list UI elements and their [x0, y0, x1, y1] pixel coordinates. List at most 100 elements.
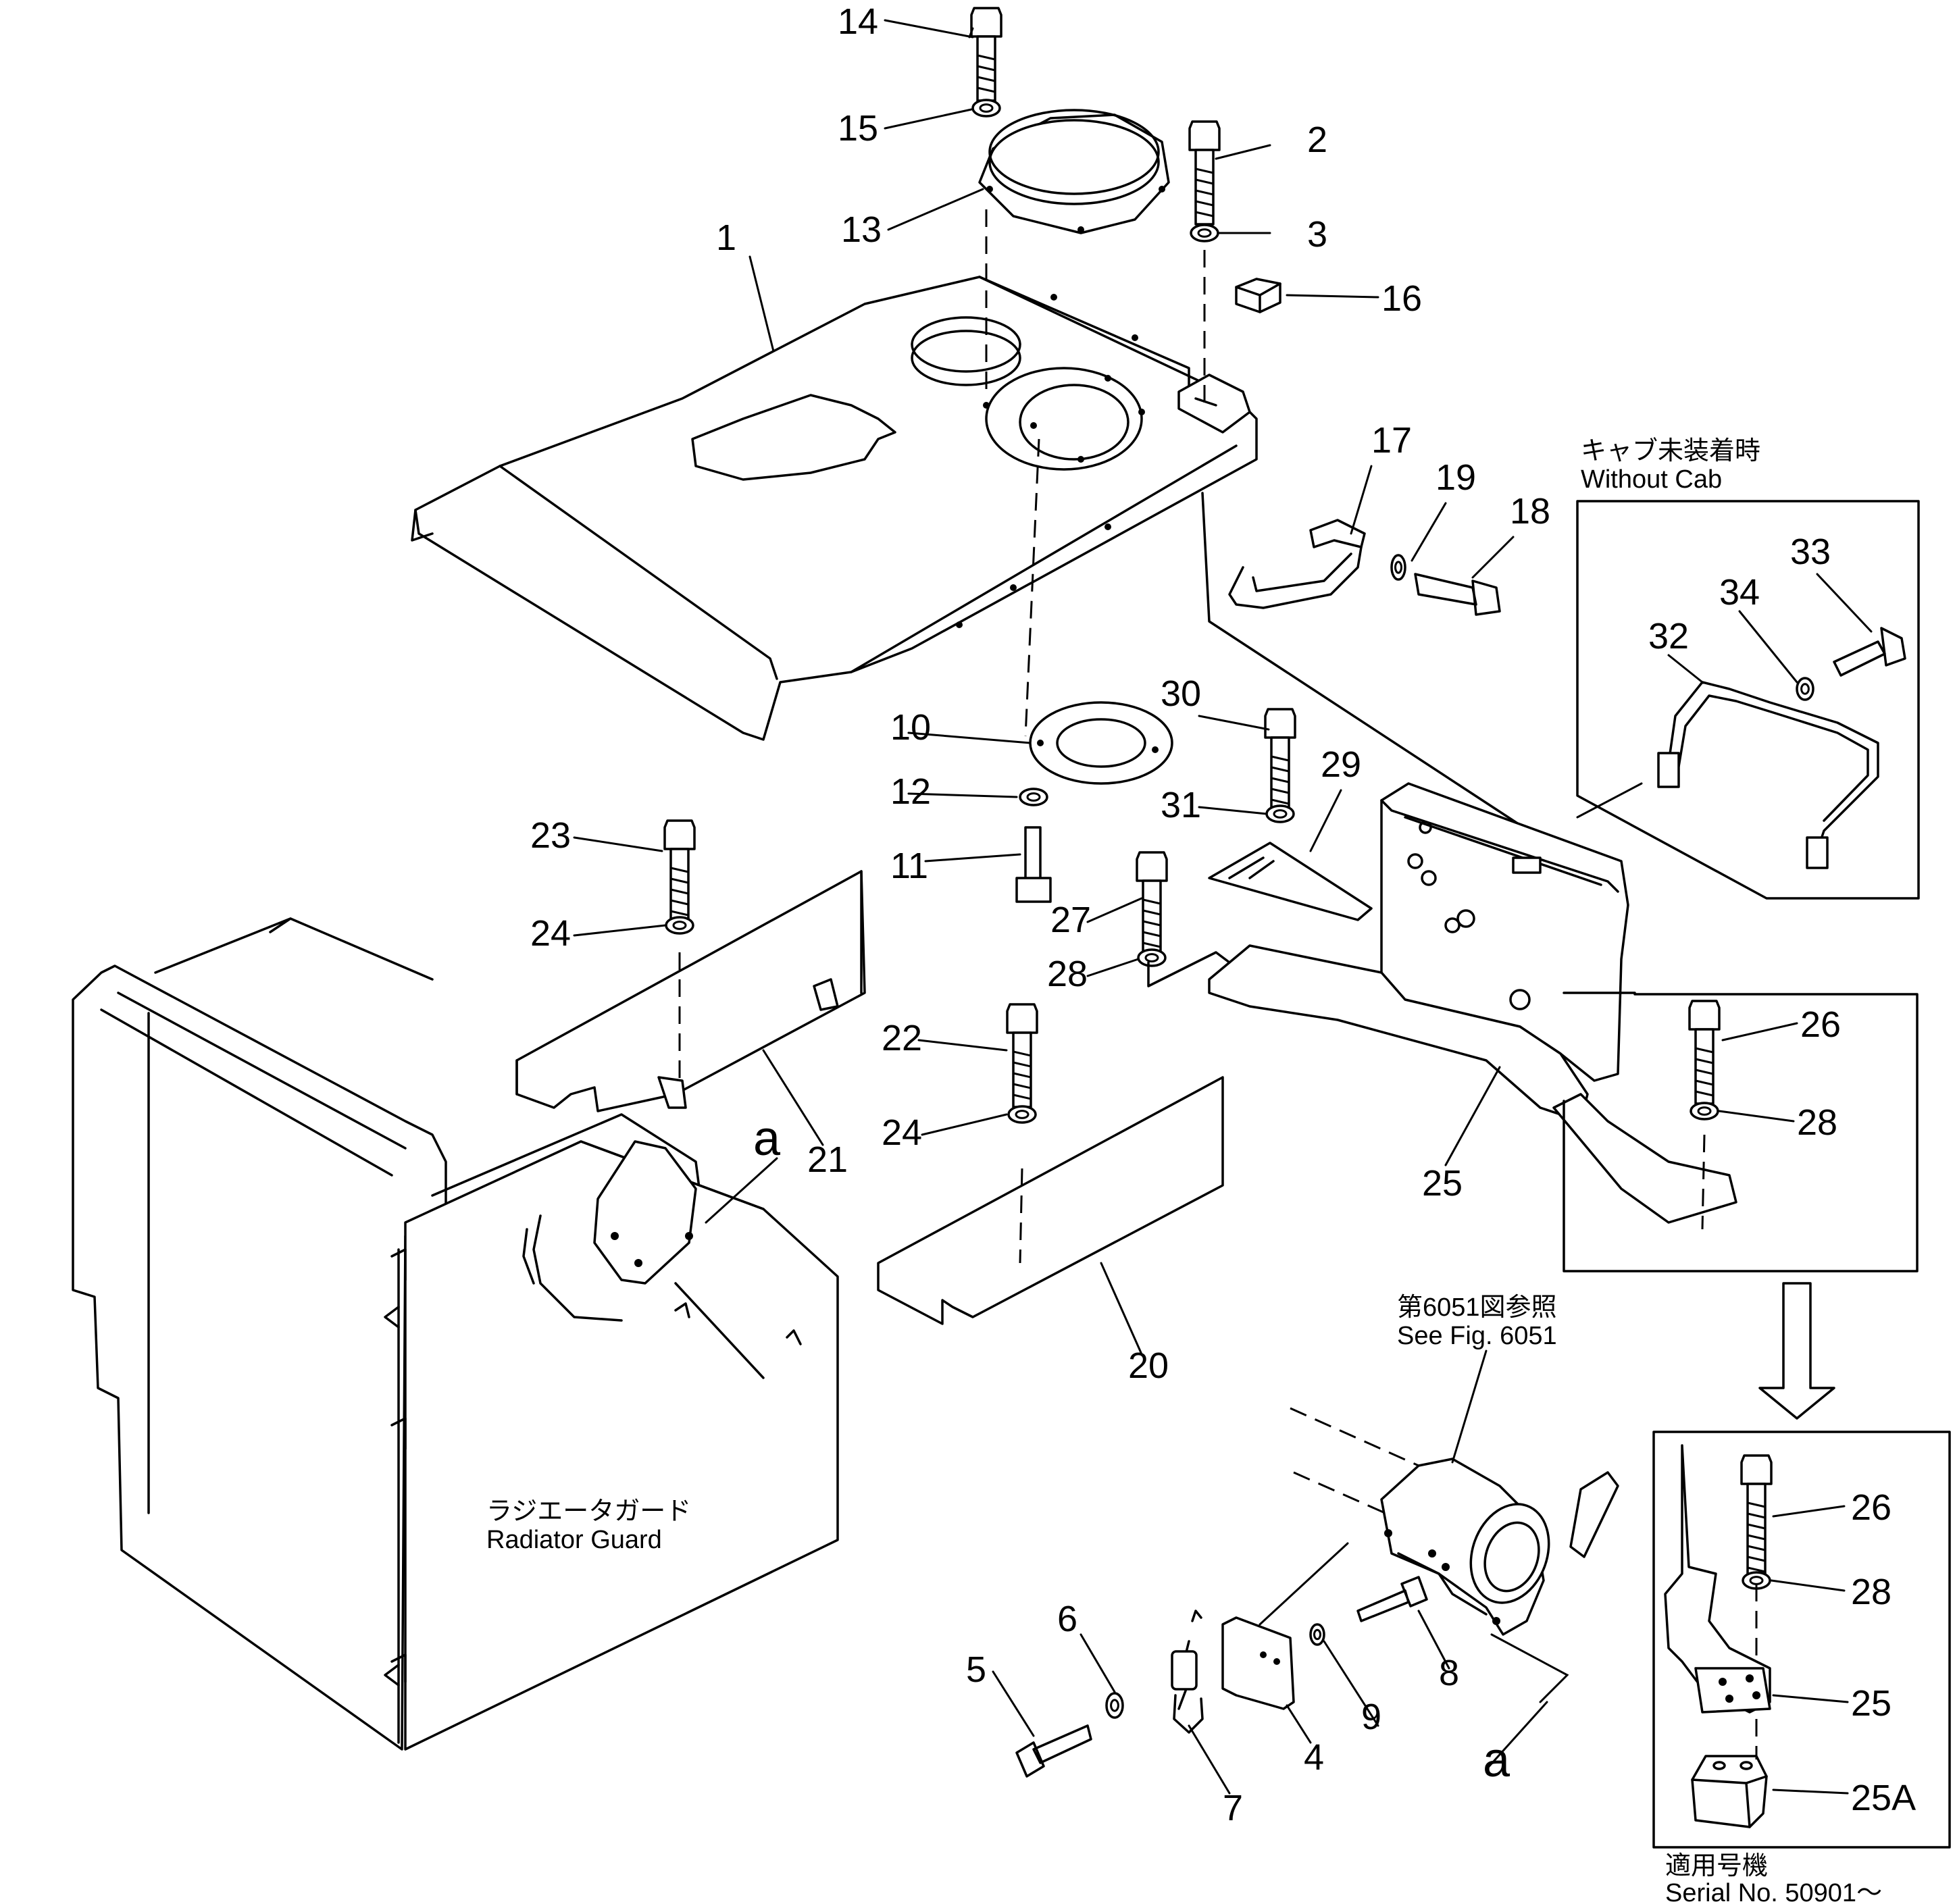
leader-line — [1286, 294, 1379, 299]
bolt-18 — [1414, 573, 1501, 616]
callout-4: 4 — [1304, 1737, 1324, 1778]
washer-19 — [1390, 554, 1406, 581]
leader-line — [884, 108, 973, 130]
leader-line — [1721, 1022, 1798, 1041]
callout-34: 34 — [1719, 572, 1760, 613]
leader-line — [1086, 958, 1140, 977]
bolt-22 — [1006, 1003, 1038, 1108]
leader-line — [1772, 1789, 1849, 1795]
hood-latch — [1177, 374, 1251, 434]
plate-29 — [1208, 842, 1373, 921]
washer-28c — [1742, 1571, 1771, 1590]
bolt-27 — [1136, 851, 1168, 963]
callout-20: 20 — [1128, 1345, 1169, 1386]
callout-31: 31 — [1161, 785, 1201, 825]
radiator-guard-en: Radiator Guard — [486, 1526, 662, 1554]
leader-line — [1444, 1066, 1501, 1166]
callout-26b: 26 — [1851, 1487, 1891, 1528]
leader-line — [1718, 1110, 1795, 1123]
leader-line — [1411, 502, 1447, 562]
leader-line — [1188, 1724, 1231, 1795]
callout-30: 30 — [1161, 673, 1201, 714]
callout-1: 1 — [716, 217, 736, 258]
callout-24a: 24 — [530, 913, 571, 954]
leader-line — [1350, 465, 1373, 535]
washers-group — [665, 99, 1814, 1719]
callout-8: 8 — [1439, 1653, 1459, 1693]
serial-jp: 適用号機 — [1665, 1852, 1768, 1880]
without-cab-en: Without Cab — [1581, 465, 1722, 494]
leader-line — [1198, 715, 1270, 731]
leader-line — [1198, 806, 1268, 815]
callout-25: 25 — [1422, 1163, 1463, 1204]
down-arrow — [1758, 1282, 1835, 1420]
bolt-23 — [663, 819, 696, 925]
leader-line — [1286, 1704, 1312, 1744]
radiator-guard — [72, 917, 839, 1751]
without-cab-frame — [1576, 500, 1920, 900]
leader-line — [573, 836, 663, 852]
callout-27: 27 — [1050, 900, 1091, 940]
callout-13: 13 — [841, 209, 882, 250]
callout-15: 15 — [838, 108, 878, 149]
captions: キャブ未装着時 Without Cab 第6051図参照 See Fig. 60… — [486, 437, 1882, 1904]
pipe-assembly — [1171, 1407, 1619, 1734]
bolt-33 — [1833, 627, 1906, 677]
radiator-guard-jp: ラジエータガード — [486, 1497, 691, 1526]
bolt-2 — [1188, 120, 1221, 226]
serial-en: Serial No. 50901～ — [1665, 1879, 1882, 1904]
washer-28b — [1690, 1102, 1719, 1121]
callout-21: 21 — [807, 1139, 848, 1180]
washer-9 — [1309, 1623, 1325, 1646]
handrail-17 — [1201, 492, 1602, 879]
bolt-5 — [1015, 1724, 1092, 1778]
callout-29: 29 — [1321, 744, 1361, 785]
callout-25b: 25 — [1851, 1683, 1891, 1724]
washer-3 — [1190, 224, 1219, 242]
see-fig-en: See Fig. 6051 — [1397, 1322, 1557, 1350]
leader-line — [1772, 1505, 1846, 1518]
callout-16: 16 — [1381, 278, 1422, 319]
leader-line — [1667, 654, 1704, 684]
bolt-30 — [1264, 708, 1296, 813]
callout-18: 18 — [1510, 491, 1550, 532]
leader-line — [917, 1039, 1008, 1052]
detail-frame-26-28 — [1563, 992, 1919, 1272]
leader-line — [887, 188, 984, 231]
bracket-25 — [1208, 782, 1737, 1224]
leader-line — [1309, 789, 1342, 852]
leader-line — [884, 19, 974, 38]
callout-7: 7 — [1223, 1788, 1243, 1828]
leader-line — [907, 731, 1032, 744]
without-cab-jp: キャブ未装着時 — [1581, 437, 1760, 465]
callout-28a: 28 — [1047, 954, 1088, 994]
callout-6: 6 — [1057, 1599, 1077, 1639]
bolt-26a — [1688, 1000, 1721, 1105]
callout-3: 3 — [1307, 214, 1327, 255]
washer-31 — [1265, 804, 1295, 823]
callout-12: 12 — [890, 771, 931, 812]
see-fig-jp: 第6051図参照 — [1397, 1293, 1557, 1322]
leader-line — [1086, 897, 1143, 923]
leader-line — [1485, 1701, 1548, 1771]
bolt-14 — [970, 7, 1002, 102]
leader-line — [1770, 1579, 1846, 1592]
leader-line — [573, 924, 667, 937]
rubber-cap-16 — [1235, 278, 1281, 313]
callout-17: 17 — [1371, 420, 1412, 461]
callout-32: 32 — [1648, 616, 1689, 657]
callout-24b: 24 — [882, 1112, 922, 1153]
callout-25a: 25A — [1851, 1778, 1916, 1818]
leader-line — [1417, 1610, 1450, 1670]
stud-11 — [1015, 826, 1052, 903]
callout-26: 26 — [1800, 1004, 1841, 1045]
bolts-group — [663, 7, 1906, 1778]
callout-9: 9 — [1361, 1697, 1381, 1737]
callout-5: 5 — [966, 1649, 986, 1690]
leader-line — [1100, 1262, 1143, 1356]
callout-10: 10 — [890, 707, 931, 748]
leader-line — [1816, 573, 1873, 633]
leader-line — [992, 1670, 1035, 1737]
leader-line — [1080, 1633, 1116, 1693]
